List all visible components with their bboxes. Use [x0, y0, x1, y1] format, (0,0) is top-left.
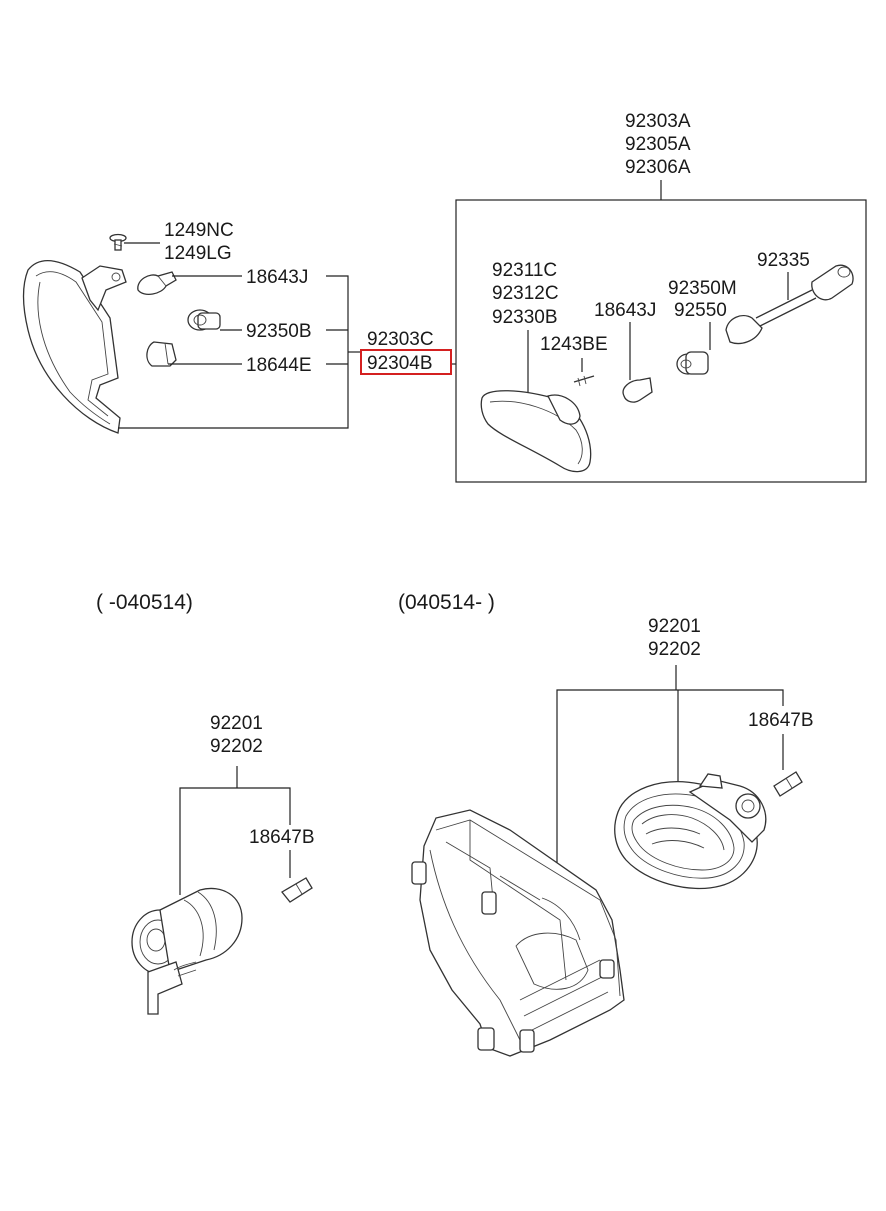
label-1243be[interactable]: 1243BE — [540, 334, 608, 355]
wiring-harness-icon[interactable] — [725, 264, 854, 345]
fog-bulb-icon-a[interactable] — [281, 877, 313, 903]
label-92202-b[interactable]: 92202 — [648, 639, 701, 660]
bulb-icon[interactable] — [146, 341, 177, 367]
label-92201-a[interactable]: 92201 — [210, 713, 263, 734]
screw-icon[interactable] — [109, 233, 127, 251]
fog-lamp-late-group: (040514- ) 92201 92202 18647B — [398, 591, 814, 1057]
fog-lamp-early[interactable] — [131, 887, 243, 1015]
highlight-box — [360, 349, 452, 375]
range-label-early: ( -040514) — [96, 591, 193, 614]
wedge-bulb-icon[interactable] — [137, 271, 177, 296]
label-1249nc[interactable]: 1249NC — [164, 220, 234, 241]
label-92303c[interactable]: 92303C — [367, 329, 434, 350]
side-lamp-assembly: 1249NC 1249LG 18643J 92350B 18644E 92303… — [22, 220, 456, 434]
label-92202-a[interactable]: 92202 — [210, 736, 263, 757]
label-18647b-a[interactable]: 18647B — [249, 827, 315, 848]
fog-bulb-icon-b[interactable] — [773, 771, 803, 797]
label-92305a[interactable]: 92305A — [625, 134, 691, 155]
side-repeater-assembly: 92303A 92305A 92306A 92311C 92312C 92330… — [455, 111, 867, 483]
label-18647b-b[interactable]: 18647B — [748, 710, 814, 731]
range-label-late: (040514- ) — [398, 591, 495, 614]
label-18643j-b[interactable]: 18643J — [594, 300, 656, 321]
label-92335[interactable]: 92335 — [757, 250, 810, 271]
label-92306a[interactable]: 92306A — [625, 157, 691, 178]
wedge-bulb-icon-b[interactable] — [622, 377, 653, 403]
label-92350b[interactable]: 92350B — [246, 321, 312, 342]
fog-lamp-bracket[interactable] — [411, 809, 625, 1057]
fog-lamp-early-group: ( -040514) 92201 92202 18647B — [96, 591, 315, 1015]
label-92311c[interactable]: 92311C — [492, 260, 557, 281]
fog-lamp-late[interactable] — [614, 773, 767, 890]
screw-icon-b[interactable] — [573, 375, 595, 387]
repeater-lamp-lens[interactable] — [480, 390, 592, 473]
label-92330b[interactable]: 92330B — [492, 307, 558, 328]
socket-icon-b[interactable] — [676, 351, 709, 375]
label-92201-b[interactable]: 92201 — [648, 616, 701, 637]
label-1249lg[interactable]: 1249LG — [164, 243, 232, 264]
label-92303a[interactable]: 92303A — [625, 111, 691, 132]
label-18644e[interactable]: 18644E — [246, 355, 312, 376]
label-18643j[interactable]: 18643J — [246, 267, 308, 288]
socket-icon[interactable] — [187, 309, 221, 331]
assembly-frame — [455, 199, 867, 483]
label-92312c[interactable]: 92312C — [492, 283, 559, 304]
label-92550[interactable]: 92550 — [674, 300, 727, 321]
label-92304b[interactable]: 92304B — [367, 353, 433, 374]
label-92350m[interactable]: 92350M — [668, 278, 737, 299]
